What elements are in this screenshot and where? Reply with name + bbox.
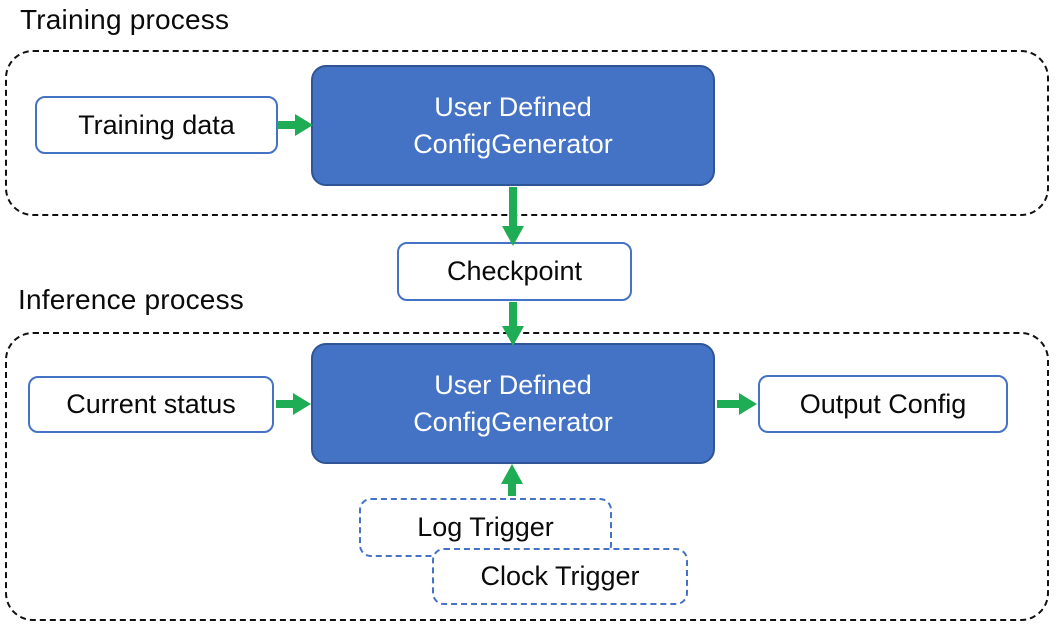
training-data-box: Training data	[35, 96, 278, 154]
inference-config-generator-line2: ConfigGenerator	[413, 406, 613, 437]
inference-config-generator-line1: User Defined	[434, 369, 592, 400]
inference-process-container	[5, 332, 1049, 621]
training-process-container	[5, 50, 1049, 216]
training-data-label: Training data	[78, 109, 235, 140]
training-config-generator-line1: User Defined	[434, 91, 592, 122]
current-status-label: Current status	[66, 389, 236, 419]
clock-trigger-box: Clock Trigger	[432, 548, 688, 605]
inference-config-generator-box: User Defined ConfigGenerator	[311, 343, 715, 464]
current-status-box: Current status	[28, 376, 274, 433]
log-trigger-box: Log Trigger	[359, 498, 612, 557]
training-config-generator-line2: ConfigGenerator	[413, 128, 613, 159]
output-config-label: Output Config	[799, 388, 967, 419]
output-config-box: Output Config	[758, 375, 1008, 433]
training-process-label: Training process	[20, 4, 230, 35]
clock-trigger-label: Clock Trigger	[480, 561, 640, 591]
log-trigger-label: Log Trigger	[417, 512, 554, 542]
checkpoint-box: Checkpoint	[397, 242, 632, 301]
inference-process-label: Inference process	[18, 284, 244, 315]
training-config-generator-box: User Defined ConfigGenerator	[311, 65, 715, 186]
checkpoint-label: Checkpoint	[446, 256, 583, 286]
